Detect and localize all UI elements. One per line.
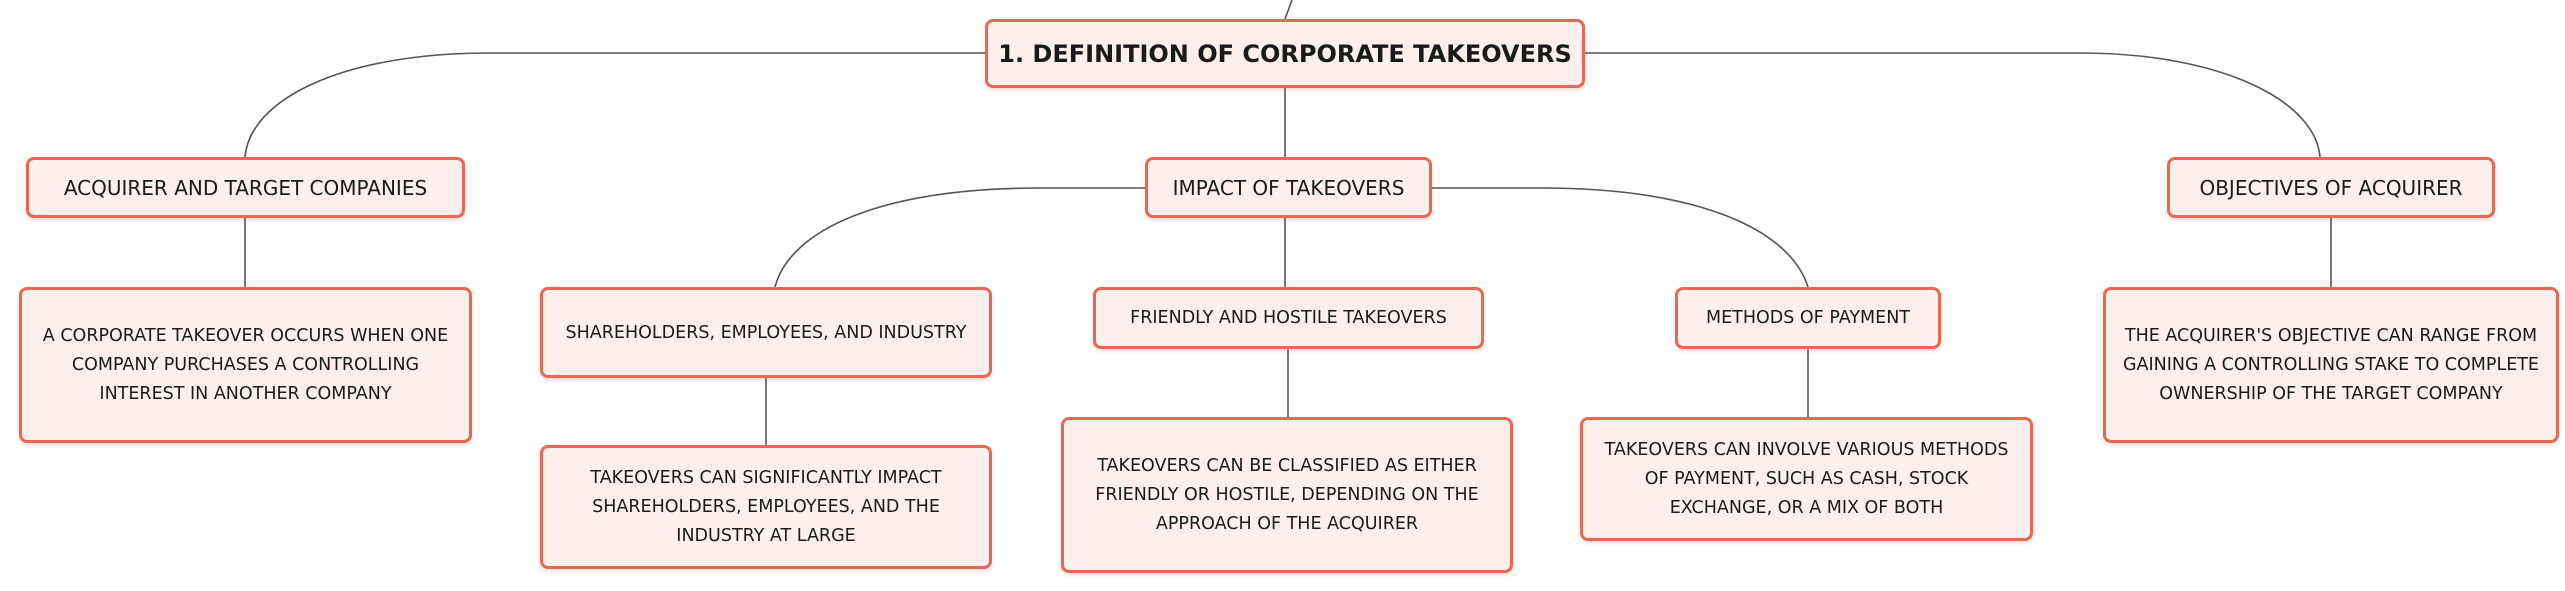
branch-node-label: OBJECTIVES OF ACQUIRER [2199, 175, 2463, 200]
sub-node-label: FRIENDLY AND HOSTILE TAKEOVERS [1130, 308, 1447, 328]
branch-node-label: IMPACT OF TAKEOVERS [1172, 175, 1405, 200]
leaf-node-text: A CORPORATE TAKEOVER OCCURS WHEN ONE COM… [42, 325, 449, 404]
connector-root-parent [1284, 0, 1293, 20]
root-node-label: 1. DEFINITION OF CORPORATE TAKEOVERS [998, 39, 1572, 68]
leaf-node-friendly-description[interactable]: TAKEOVERS CAN BE CLASSIFIED AS EITHER FR… [1061, 417, 1513, 573]
leaf-node-text: TAKEOVERS CAN BE CLASSIFIED AS EITHER FR… [1095, 455, 1479, 534]
connector-root-objectives [1585, 52, 2321, 158]
connector-root-acquirer [244, 52, 985, 158]
connector-impact-payment [1432, 187, 1809, 288]
leaf-node-text: TAKEOVERS CAN INVOLVE VARIOUS METHODS OF… [1604, 439, 2009, 518]
branch-node-label: ACQUIRER AND TARGET COMPANIES [63, 175, 428, 200]
leaf-node-objectives-description[interactable]: THE ACQUIRER'S OBJECTIVE CAN RANGE FROM … [2103, 287, 2559, 443]
root-node-definition[interactable]: 1. DEFINITION OF CORPORATE TAKEOVERS [985, 19, 1585, 88]
leaf-node-acquirer-description[interactable]: A CORPORATE TAKEOVER OCCURS WHEN ONE COM… [19, 287, 472, 443]
leaf-node-text: TAKEOVERS CAN SIGNIFICANTLY IMPACT SHARE… [590, 467, 942, 546]
sub-node-friendly-hostile[interactable]: FRIENDLY AND HOSTILE TAKEOVERS [1093, 287, 1484, 349]
leaf-node-text: THE ACQUIRER'S OBJECTIVE CAN RANGE FROM … [2122, 325, 2539, 404]
branch-node-acquirer-target[interactable]: ACQUIRER AND TARGET COMPANIES [26, 157, 465, 218]
branch-node-objectives[interactable]: OBJECTIVES OF ACQUIRER [2167, 157, 2495, 218]
sub-node-label: SHAREHOLDERS, EMPLOYEES, AND INDUSTRY [565, 322, 967, 343]
connector-impact-shareholders [774, 187, 1145, 288]
branch-node-impact[interactable]: IMPACT OF TAKEOVERS [1145, 157, 1432, 218]
sub-node-shareholders[interactable]: SHAREHOLDERS, EMPLOYEES, AND INDUSTRY [540, 287, 992, 378]
sub-node-payment-methods[interactable]: METHODS OF PAYMENT [1675, 287, 1941, 349]
leaf-node-payment-description[interactable]: TAKEOVERS CAN INVOLVE VARIOUS METHODS OF… [1580, 417, 2033, 541]
leaf-node-shareholders-description[interactable]: TAKEOVERS CAN SIGNIFICANTLY IMPACT SHARE… [540, 445, 992, 569]
sub-node-label: METHODS OF PAYMENT [1705, 308, 1910, 328]
